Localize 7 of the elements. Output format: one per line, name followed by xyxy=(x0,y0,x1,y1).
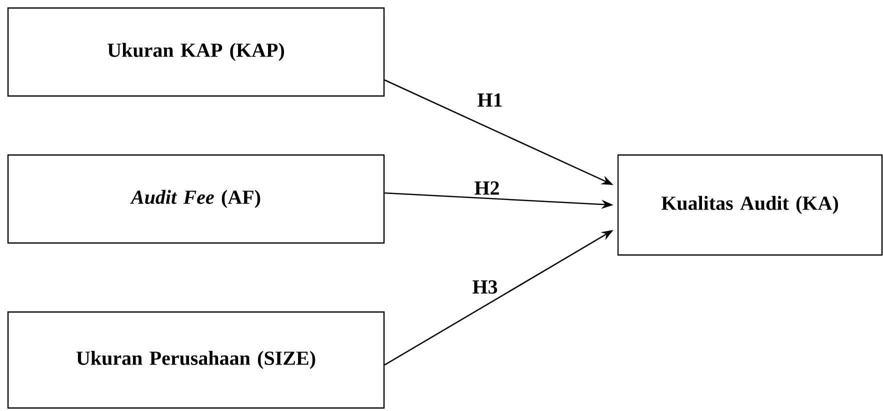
variable-box: Audit Fee (AF) xyxy=(7,154,385,244)
variable-box: Ukuran Perusahaan (SIZE) xyxy=(7,311,385,409)
edge-label: H1 xyxy=(478,93,502,107)
edge-label: H3 xyxy=(472,280,498,294)
variable-box: Ukuran KAP (KAP) xyxy=(7,7,385,97)
edge-label: H2 xyxy=(474,181,499,195)
variable-box: Kualitas Audit (KA) xyxy=(617,154,883,256)
